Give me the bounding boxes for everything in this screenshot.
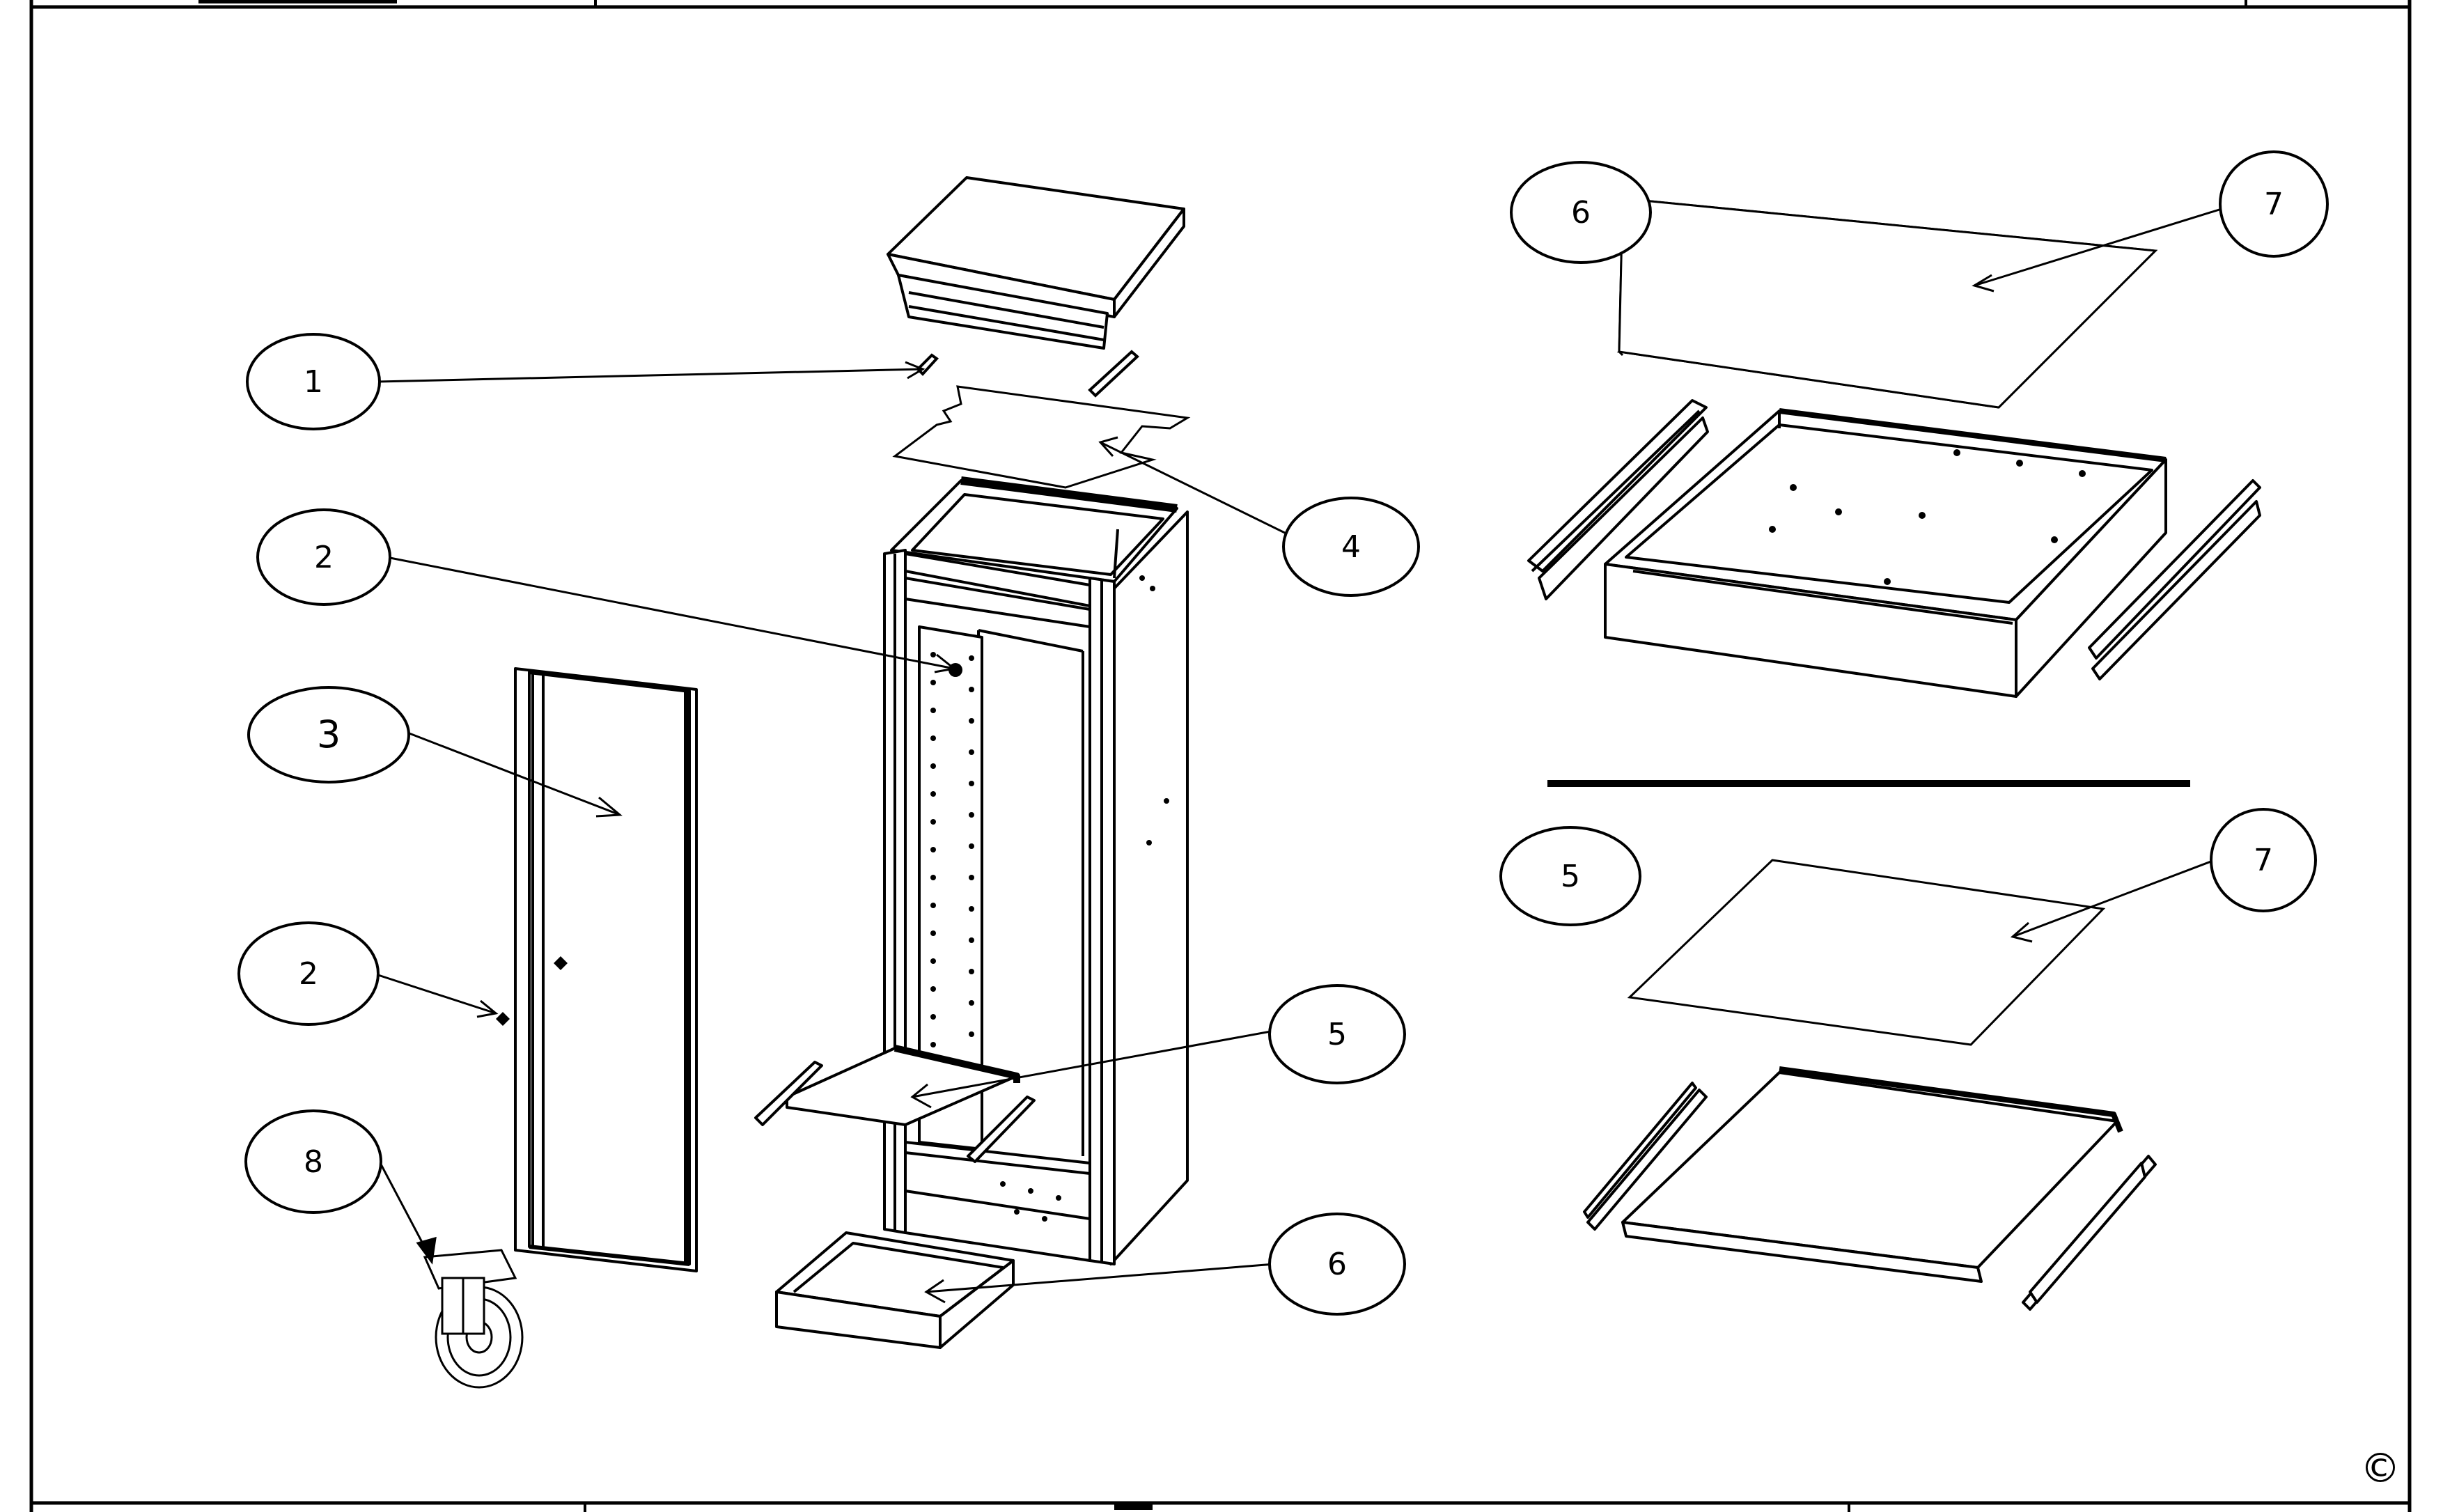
callout-6-cabinet: 6 xyxy=(1268,1213,1406,1316)
callout-8: 8 xyxy=(244,1109,382,1214)
svg-text:4: 4 xyxy=(1341,529,1361,565)
callout-2-door: 2 xyxy=(237,921,380,1026)
caster-wheel xyxy=(423,1249,524,1389)
cabinet-top xyxy=(887,176,1185,350)
shelf-liner-mat xyxy=(1627,859,2106,1046)
shelf-holes xyxy=(930,575,1169,1222)
svg-text:8: 8 xyxy=(304,1144,323,1180)
callout-7-shelf-mat: 7 xyxy=(2210,808,2317,912)
shelf-slide-left xyxy=(1583,1082,1708,1231)
callout-6-drawer-detail: 6 xyxy=(1510,161,1652,264)
shelf-tray xyxy=(1621,1066,2123,1283)
bottom-text-fragment xyxy=(1114,1503,1153,1510)
svg-text:5: 5 xyxy=(1561,859,1580,894)
callout-arrowheads xyxy=(416,274,2033,1304)
svg-text:7: 7 xyxy=(2254,843,2273,878)
cabinet-body xyxy=(883,476,1189,1265)
drawer-slide-left xyxy=(1527,399,1709,600)
callout-2-cabinet: 2 xyxy=(256,508,391,606)
door-magnet xyxy=(496,1012,510,1026)
svg-text:2: 2 xyxy=(314,540,334,575)
drawer-slide-right xyxy=(2088,479,2261,680)
svg-text:7: 7 xyxy=(2264,187,2284,222)
door xyxy=(514,667,698,1272)
svg-text:1: 1 xyxy=(304,364,323,400)
drawer-large-holes xyxy=(1769,449,2086,585)
callout-5-cabinet: 5 xyxy=(1268,984,1406,1084)
shelf xyxy=(754,1045,1036,1163)
door-handle xyxy=(554,956,568,970)
callout-4: 4 xyxy=(1282,497,1420,597)
svg-text:6: 6 xyxy=(1327,1247,1347,1282)
logo-fragment xyxy=(198,0,397,3)
hinge-pins xyxy=(916,350,1139,398)
drawing-frame xyxy=(29,0,2412,1512)
top-mat xyxy=(892,385,1191,489)
svg-text:5: 5 xyxy=(1327,1017,1347,1052)
callout-5-shelf-detail: 5 xyxy=(1499,826,1641,926)
callout-3: 3 xyxy=(247,686,410,784)
copyright-symbol: © xyxy=(2360,1444,2401,1492)
svg-text:6: 6 xyxy=(1571,195,1591,231)
svg-text:2: 2 xyxy=(299,956,318,992)
drawer-small xyxy=(775,1231,1015,1349)
shelf-slide-right xyxy=(2022,1155,2157,1311)
callout-7-drawer-mat: 7 xyxy=(2219,150,2329,258)
callout-1: 1 xyxy=(246,333,381,430)
drawer-large xyxy=(1604,408,2167,698)
drawer-liner-mat xyxy=(1616,197,2158,409)
svg-text:3: 3 xyxy=(317,712,341,756)
